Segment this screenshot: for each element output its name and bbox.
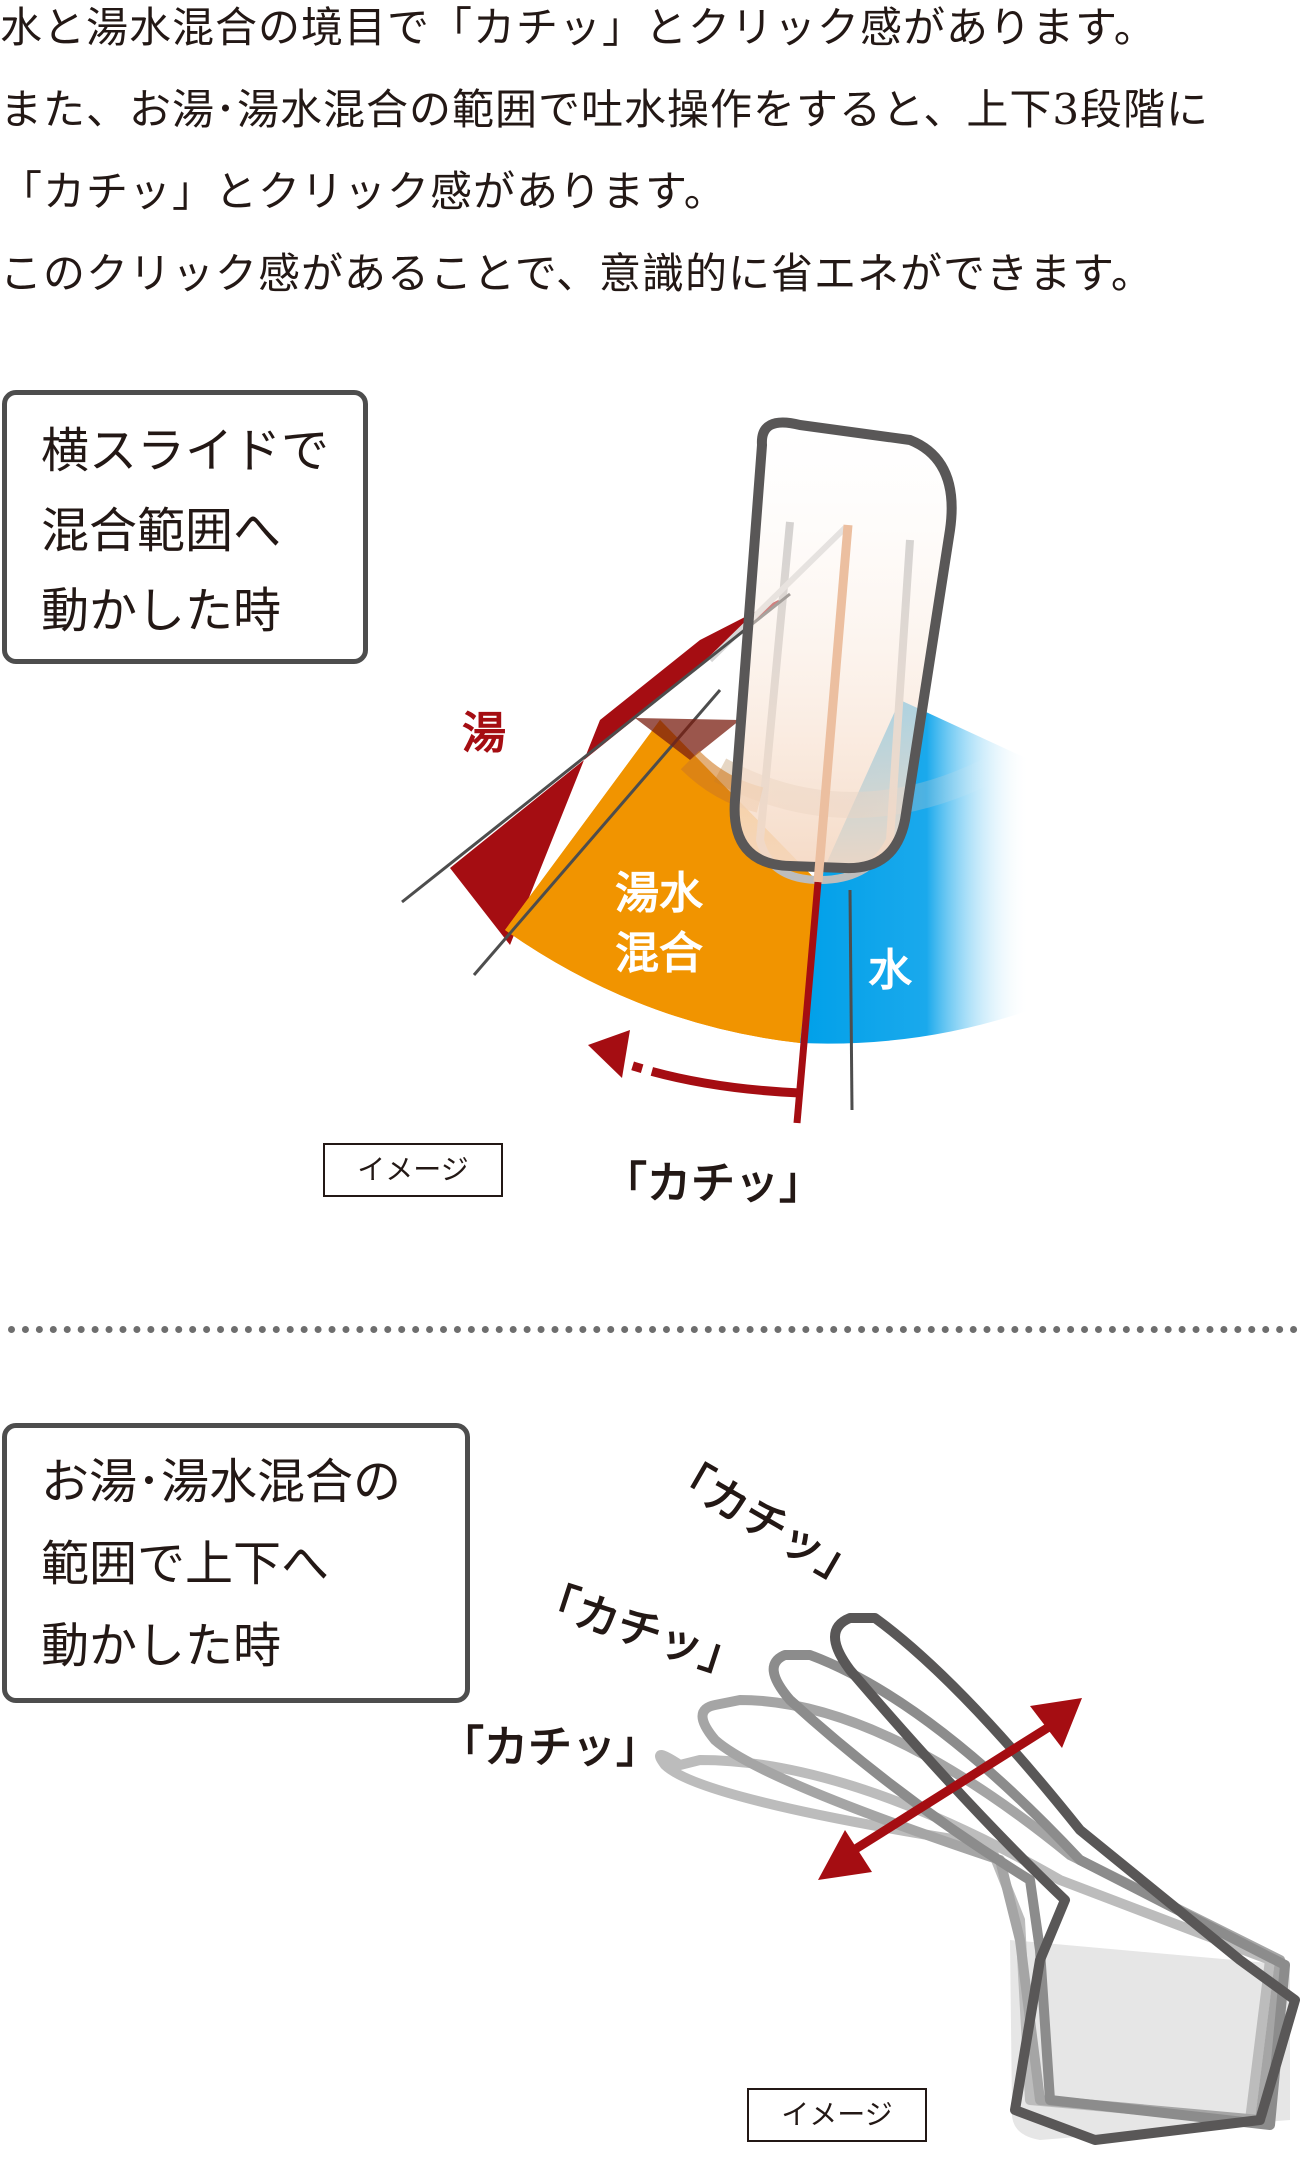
label-mix-1: 湯水 (615, 868, 704, 919)
handle-position-upper-mid (768, 1650, 1290, 2130)
up-down-arrow-line (843, 1716, 1063, 1859)
section1-caption-box: 横スライドで 混合範囲へ 動かした時 (2, 390, 368, 664)
section2-caption-line-3: 動かした時 (41, 1618, 282, 1674)
label-cold: 水 (868, 945, 913, 996)
label-mix-2: 混合 (615, 928, 703, 979)
faucet-body-shadow (1010, 1940, 1290, 2140)
handle-position-top (830, 1613, 1300, 2145)
section2-image-tag: イメージ (747, 2088, 927, 2142)
handle-center-line (813, 524, 853, 883)
click-boundary-line (793, 881, 822, 1124)
section2-caption-line-1: お湯･湯水混合の (41, 1454, 402, 1510)
intro-line-2: また、お湯･湯水混合の範囲で吐水操作をすると、上下3段階に (0, 85, 1210, 134)
faucet-handle (729, 417, 957, 874)
section1-caption-line-2: 混合範囲へ (41, 503, 282, 559)
click-label-low: 「カチッ」 (440, 1722, 660, 1773)
up-arrowhead (1030, 1698, 1082, 1748)
section2-caption-line-2: 範囲で上下へ (41, 1536, 330, 1592)
click-label-top: 「カチッ」 (657, 1445, 873, 1599)
down-arrowhead (818, 1830, 872, 1880)
section1-caption-line-3: 動かした時 (41, 583, 282, 639)
intro-line-1: 水と湯水混合の境目で「カチッ」とクリック感があります。 (0, 3, 1157, 52)
intro-line-3: 「カチッ」とクリック感があります。 (0, 167, 727, 216)
section-divider (8, 1326, 1298, 1333)
slide-arrow-head (635, 718, 740, 760)
intro-line-4: このクリック感があることで、意識的に省エネができます。 (0, 249, 1154, 298)
hot-direction-arrow (608, 1053, 801, 1098)
section1-diagram: 湯 湯水 混合 水 「カチッ」 (401, 417, 1030, 1209)
guide-line-cold (848, 889, 854, 1111)
guide-line-hot (401, 592, 791, 904)
mix-zone-fill (505, 720, 818, 1043)
label-hot: 湯 (462, 708, 506, 759)
section1-image-tag: イメージ (323, 1143, 503, 1197)
section2-caption-box: お湯･湯水混合の 範囲で上下へ 動かした時 (2, 1423, 470, 1703)
click-label: 「カチッ」 (603, 1158, 823, 1209)
hot-direction-arrowhead (588, 1030, 630, 1078)
section1-caption-line-1: 横スライドで (41, 423, 330, 479)
click-label-mid: 「カチッ」 (527, 1572, 752, 1688)
section2-diagram: 「カチッ」 「カチッ」 「カチッ」 (440, 1445, 1300, 2145)
hot-zone (450, 594, 790, 945)
